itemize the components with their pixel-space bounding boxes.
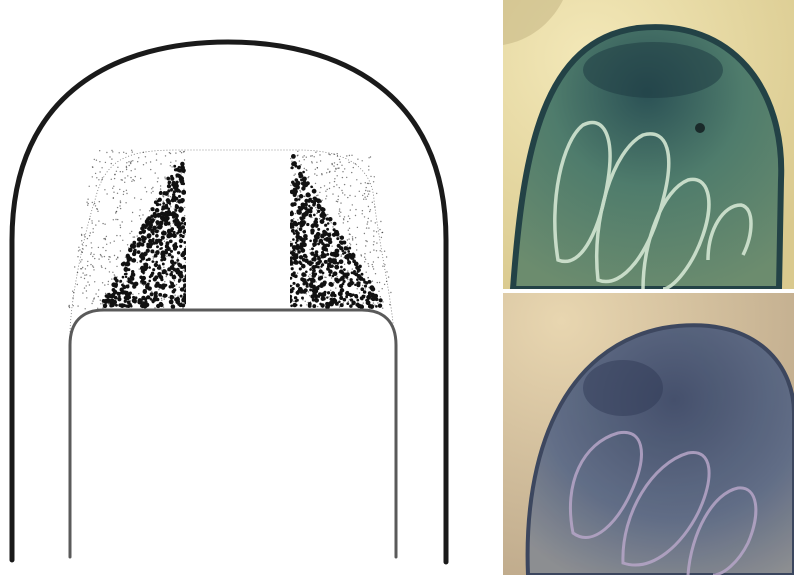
micrograph-bottom [503, 293, 794, 575]
inner-wall-outline [70, 310, 396, 557]
micrograph-top [503, 0, 794, 289]
apical-dark-zone [583, 360, 663, 416]
apex-illustration [0, 0, 500, 575]
dark-granule [695, 123, 705, 133]
apical-dark-zone [583, 42, 723, 98]
central-channel [186, 155, 290, 307]
